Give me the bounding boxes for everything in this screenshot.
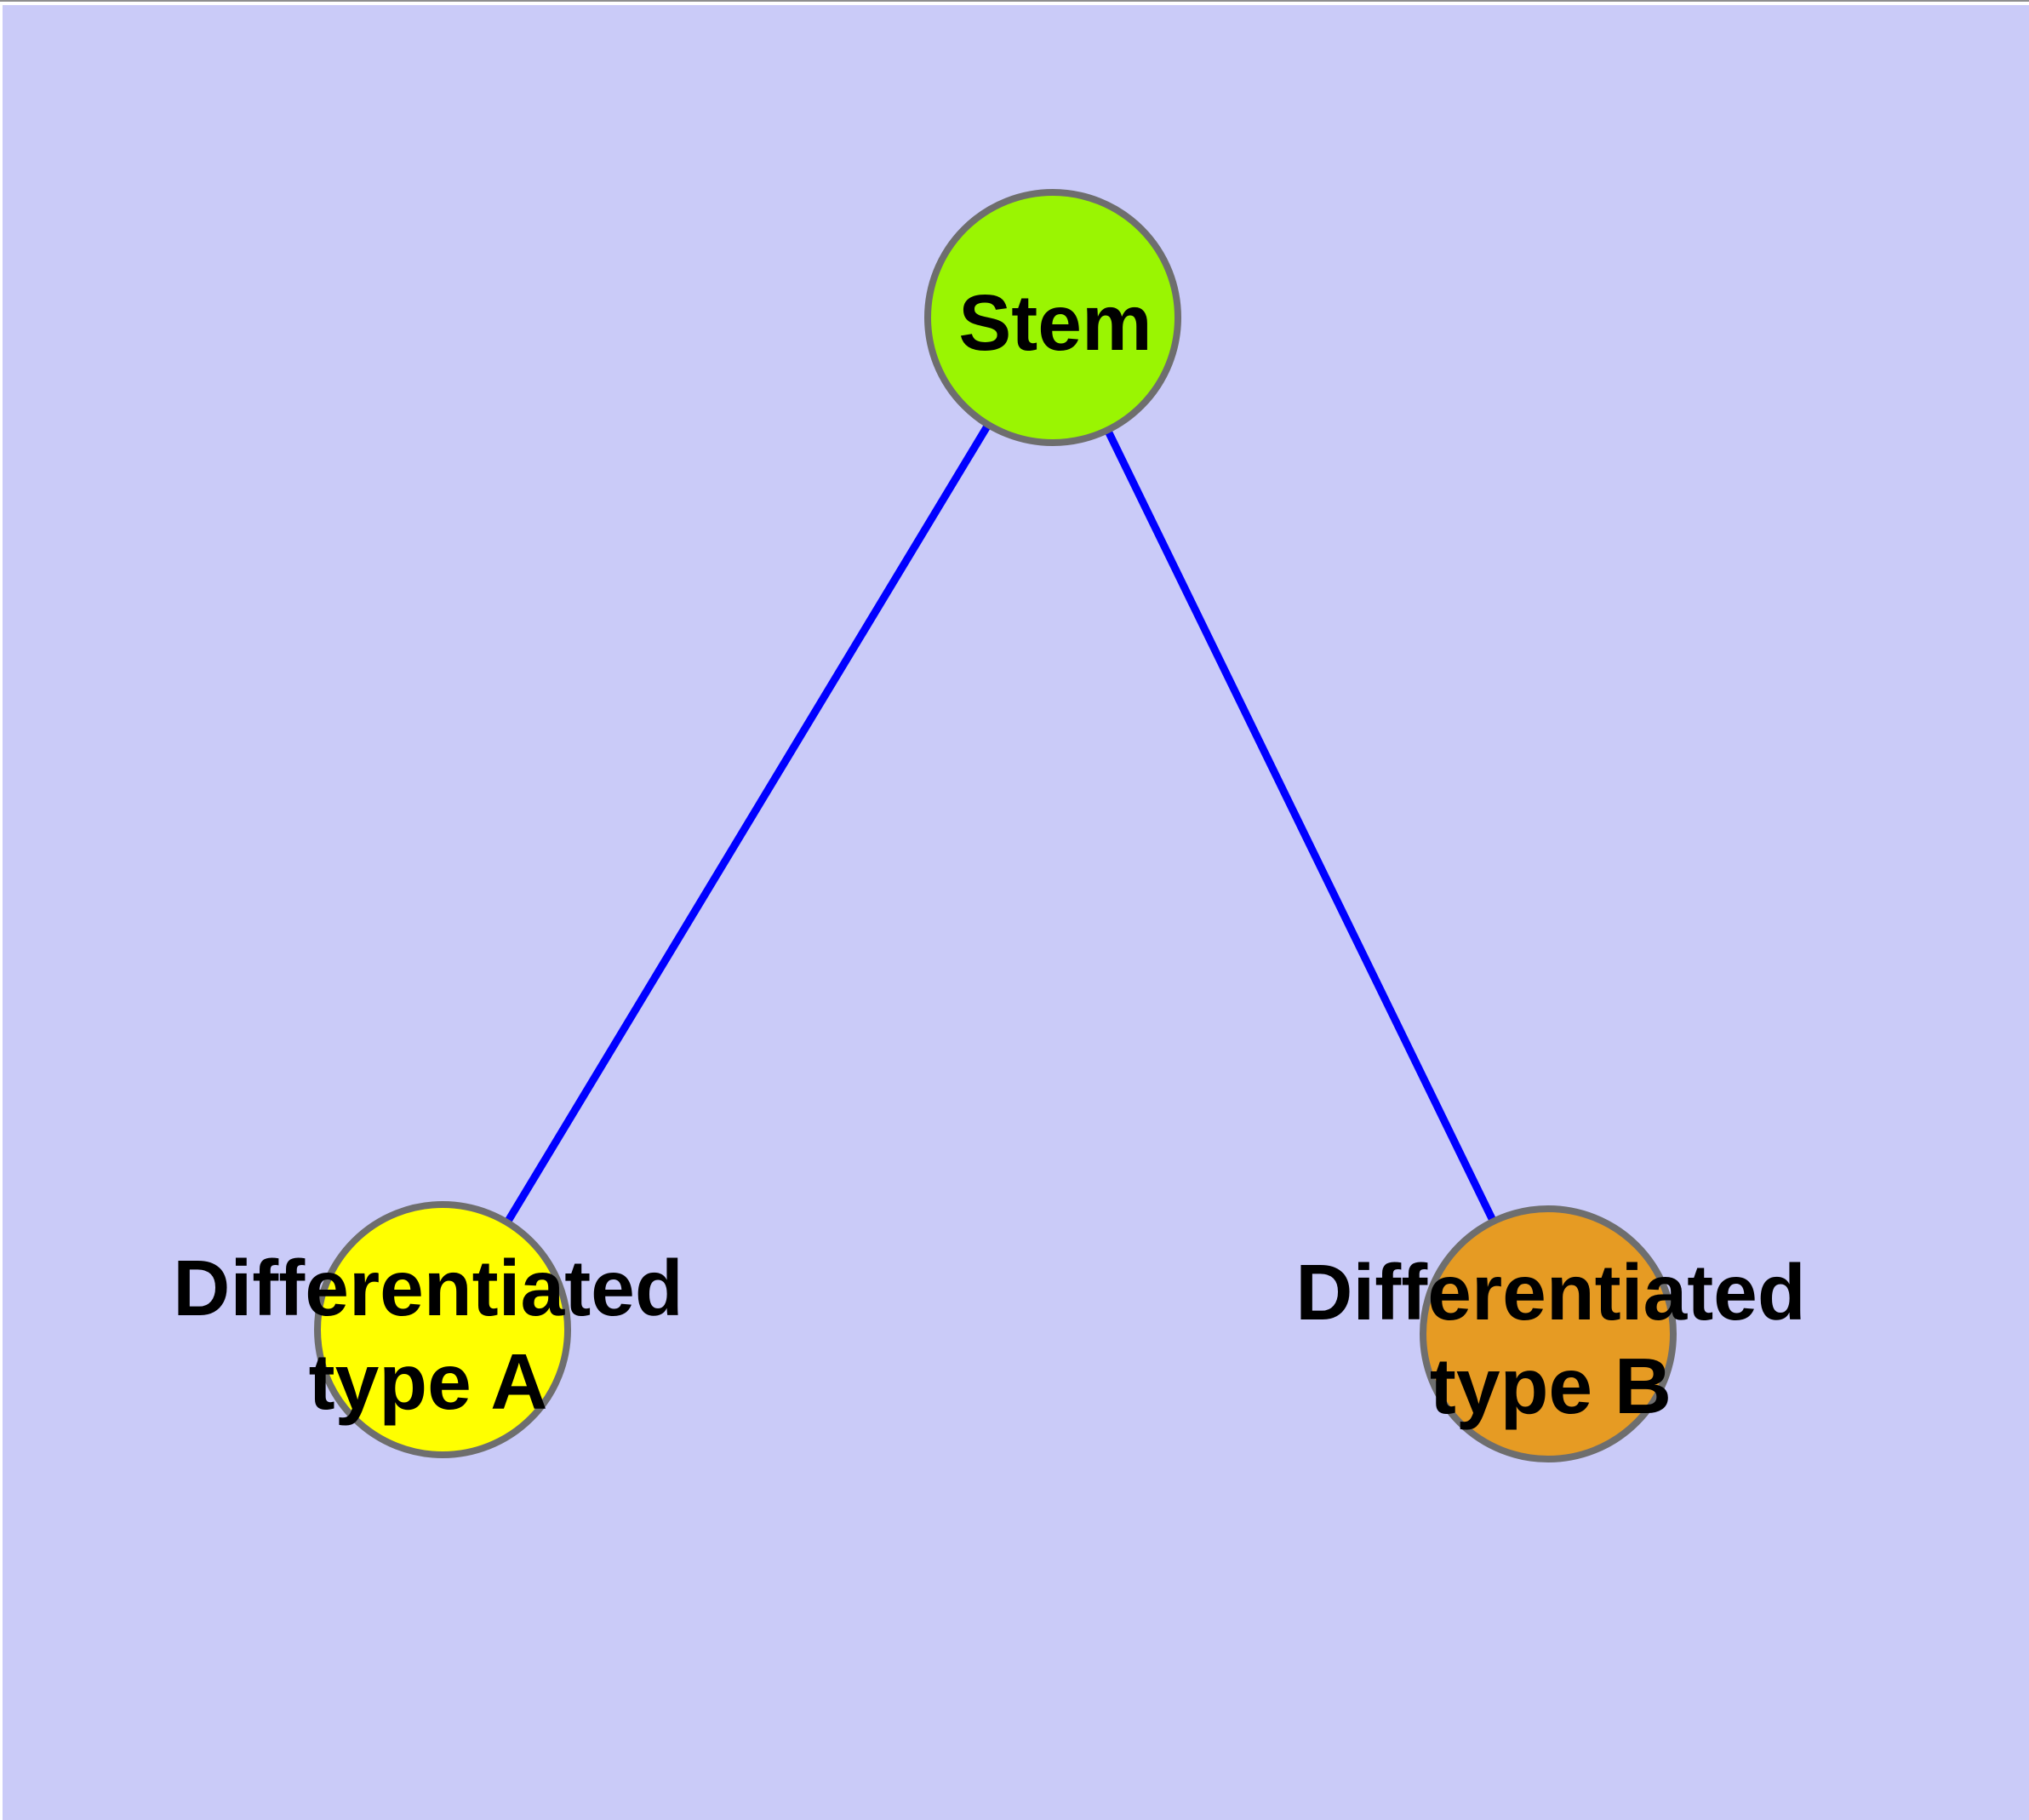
node-type-a-label-line1: Differentiated — [173, 1244, 683, 1332]
top-hairline — [0, 0, 2029, 2]
node-stem-label-line1: Stem — [958, 278, 1152, 367]
nodes-layer — [314, 189, 1677, 1462]
node-stem — [924, 189, 1181, 446]
node-type-a-label-line2: type A — [309, 1337, 548, 1426]
node-type-a — [314, 1201, 571, 1458]
edge-stem-to-type-b — [1049, 316, 1552, 1336]
edges-layer — [439, 315, 1552, 1336]
node-type-b — [1420, 1205, 1677, 1462]
node-type-b-label-line2: type B — [1430, 1342, 1672, 1430]
node-type-b-label-line1: Differentiated — [1295, 1248, 1805, 1336]
edge-stem-to-type-a — [439, 315, 1056, 1332]
